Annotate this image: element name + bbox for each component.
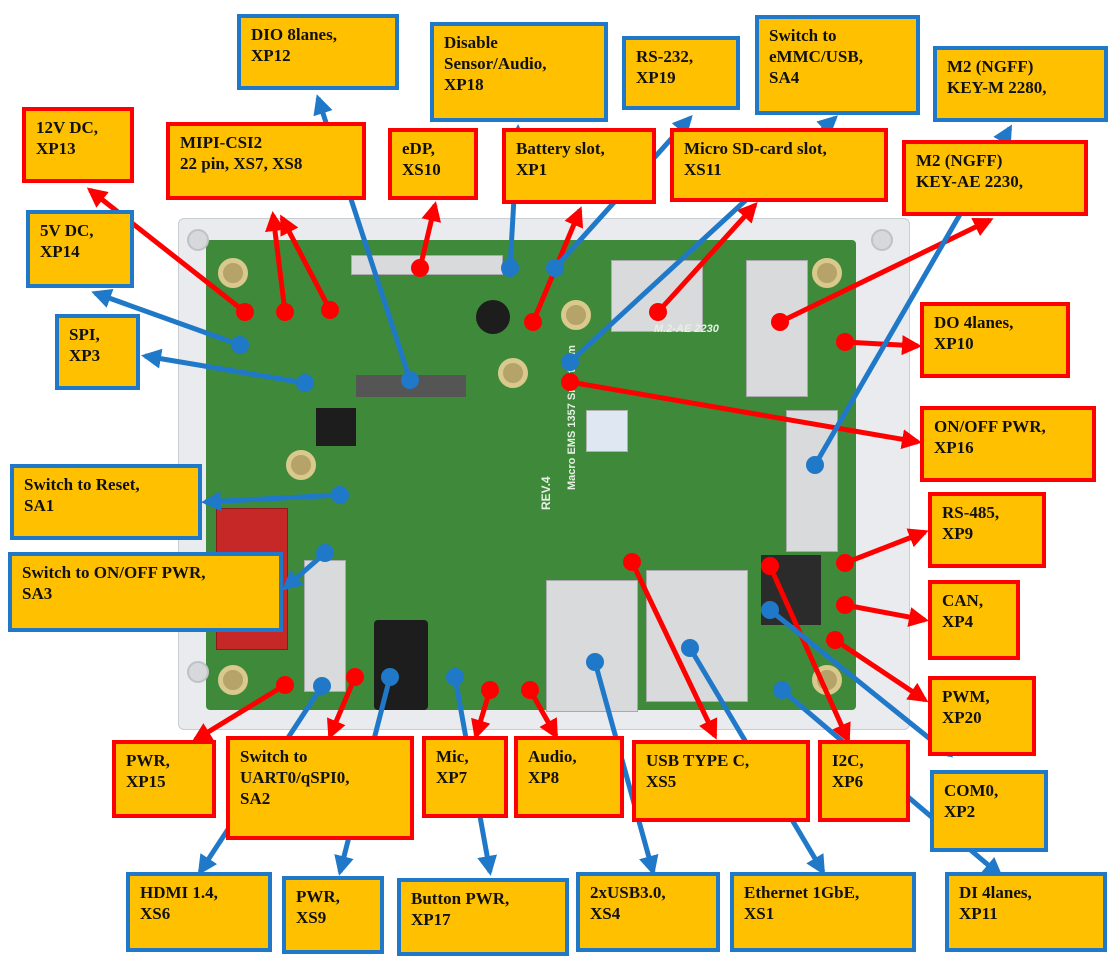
- label-button-pwr-xp17: Button PWR,XP17: [397, 878, 569, 956]
- label-m2-key-m-2280: M2 (NGFF)KEY-M 2280,: [933, 46, 1108, 122]
- label-usb3-xs4: 2xUSB3.0,XS4: [576, 872, 720, 952]
- label-com0-xp2: COM0,XP2: [930, 770, 1048, 852]
- label-rs485-xp9: RS-485,XP9: [928, 492, 1046, 568]
- label-edp-xs10: eDP,XS10: [388, 128, 478, 200]
- label-pwr-xp15: PWR,XP15: [112, 740, 216, 818]
- label-dc5v-xp14: 5V DC,XP14: [26, 210, 134, 288]
- label-usb-type-c-xs5: USB TYPE C,XS5: [632, 740, 810, 822]
- label-battery-slot-xp1: Battery slot,XP1: [502, 128, 656, 204]
- connector-markers: [231, 259, 854, 699]
- label-can-xp4: CAN,XP4: [928, 580, 1020, 660]
- label-rs232-xp19: RS-232,XP19: [622, 36, 740, 110]
- label-pwr-xs9: PWR,XS9: [282, 876, 384, 954]
- label-switch-reset-sa1: Switch to Reset,SA1: [10, 464, 202, 540]
- label-mic-xp7: Mic,XP7: [422, 736, 508, 818]
- label-m2-key-ae-2230: M2 (NGFF)KEY-AE 2230,: [902, 140, 1088, 216]
- label-ethernet-xs1: Ethernet 1GbE,XS1: [730, 872, 916, 952]
- label-dio-8lanes-xp12: DIO 8lanes,XP12: [237, 14, 399, 90]
- label-switch-on-off-sa3: Switch to ON/OFF PWR,SA3: [8, 552, 283, 632]
- label-audio-xp8: Audio,XP8: [514, 736, 624, 818]
- label-do-4lanes-xp10: DO 4lanes,XP10: [920, 302, 1070, 378]
- label-i2c-xp6: I2C,XP6: [818, 740, 910, 822]
- label-di-4lanes-xp11: DI 4lanes,XP11: [945, 872, 1107, 952]
- label-pwm-xp20: PWM,XP20: [928, 676, 1036, 756]
- label-on-off-pwr-xp16: ON/OFF PWR,XP16: [920, 406, 1096, 482]
- label-spi-xp3: SPI,XP3: [55, 314, 140, 390]
- label-dc12v-xp13: 12V DC,XP13: [22, 107, 134, 183]
- label-hdmi-xs6: HDMI 1.4,XS6: [126, 872, 272, 952]
- label-micro-sd-xs11: Micro SD-card slot,XS11: [670, 128, 888, 202]
